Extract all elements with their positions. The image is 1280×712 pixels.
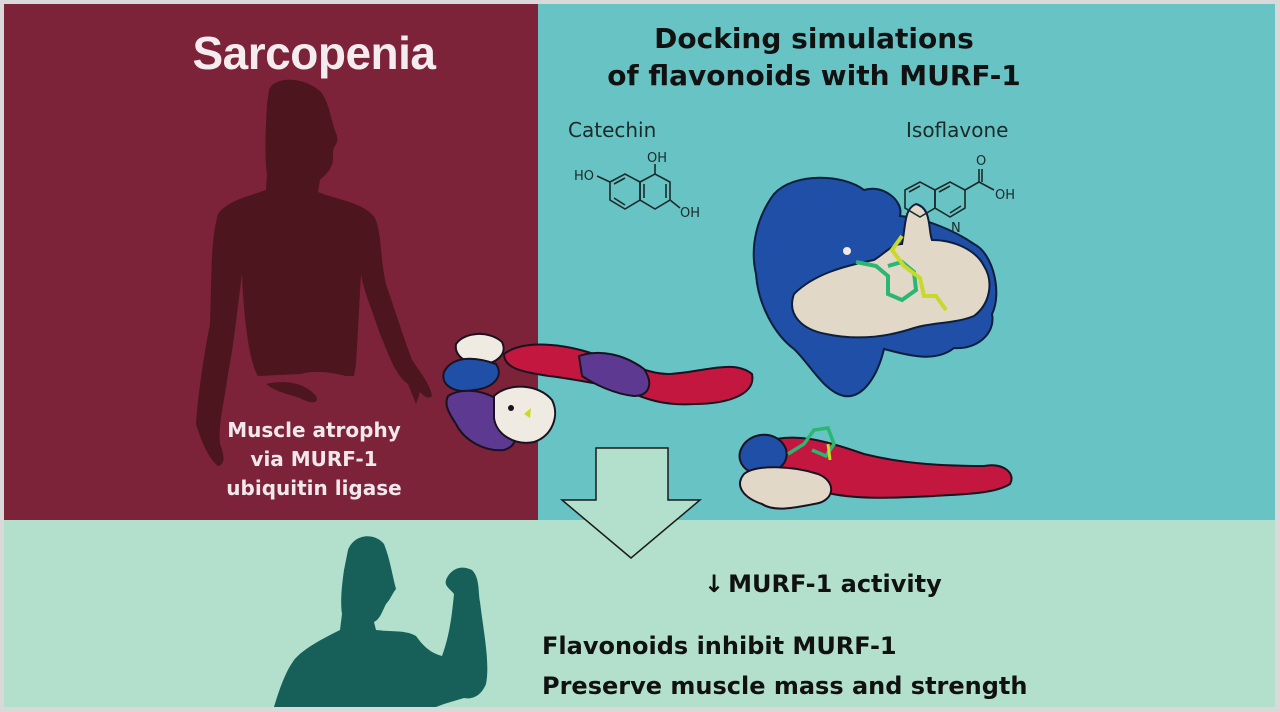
sarcopenia-title: Sarcopenia [192, 27, 437, 79]
murf1-activity-text: MURF-1 activity [728, 570, 942, 598]
isoflavone-o-label: O [976, 154, 986, 169]
elderly-silhouette-icon [196, 79, 432, 466]
docking-title: Docking simulations of flavonoids with M… [564, 20, 1064, 94]
infographic: Sarcopenia Docking simulations of flavon… [4, 4, 1275, 707]
conclusion-line-1: Flavonoids inhibit MURF-1 [542, 632, 897, 660]
isoflavone-label: Isoflavone [906, 118, 1009, 142]
conclusion-line-2: Preserve muscle mass and strength [542, 672, 1028, 700]
conclusions: Flavonoids inhibit MURF-1 Preserve muscl… [542, 626, 1027, 706]
catechin-ho-label: HO [574, 169, 594, 184]
docking-title-line-2: of flavonoids with MURF-1 [607, 59, 1021, 92]
isoflavone-oh-label: OH [995, 188, 1015, 203]
catechin-label: Catechin [568, 118, 657, 142]
docked-protein-complex-icon [752, 176, 998, 398]
down-arrow-icon [559, 447, 703, 559]
docking-title-line-1: Docking simulations [654, 22, 974, 55]
decrease-arrow-icon: ↓ [704, 570, 725, 598]
murf1-protein-chain-icon [442, 333, 754, 452]
docked-protein-lower-icon [738, 426, 1013, 510]
atrophy-caption-line-3: ubiquitin ligase [226, 476, 402, 500]
catechin-oh-label-2: OH [680, 206, 700, 221]
atrophy-caption-line-1: Muscle atrophy [227, 418, 401, 442]
atrophy-caption: Muscle atrophy via MURF-1 ubiquitin liga… [194, 416, 434, 503]
atrophy-caption-line-2: via MURF-1 [250, 447, 378, 471]
flexing-person-icon [274, 536, 488, 707]
murf1-activity-label: ↓MURF-1 activity [704, 570, 942, 598]
catechin-structure-icon: HO OH OH [574, 151, 700, 221]
isoflavone-n-label: N [951, 221, 961, 236]
catechin-oh-label-1: OH [647, 151, 667, 166]
isoflavone-structure-icon: O OH N [904, 154, 1015, 236]
